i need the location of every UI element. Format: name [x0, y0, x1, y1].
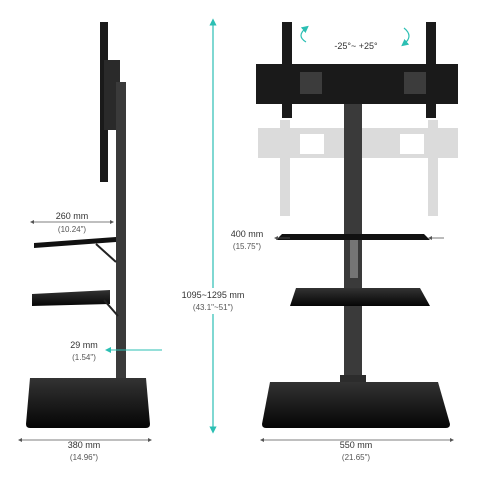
rotate-right-arrow-icon — [401, 27, 410, 47]
front-pole — [344, 100, 362, 410]
shelf-depth-inch-label: (10.24") — [58, 225, 87, 234]
rotate-left-arrow-icon — [300, 25, 309, 43]
height-inch-label: (43.1"~51") — [193, 303, 233, 312]
front-view-stand — [256, 22, 458, 428]
front-cable-slot — [350, 236, 358, 278]
front-glass-base — [262, 382, 450, 428]
shelf-width-mm-label: 400 mm — [231, 229, 264, 239]
front-mount-window-right — [404, 72, 426, 94]
rotation-indicator: -25°~ +25° — [300, 25, 410, 51]
front-mount-left-arm — [282, 22, 292, 118]
shelf-gap-mm-label: 29 mm — [70, 340, 98, 350]
side-lower-shelf — [32, 290, 110, 306]
base-depth-inch-label: (14.96") — [70, 453, 99, 462]
side-pole — [116, 82, 126, 402]
side-glass-base — [26, 378, 150, 428]
side-view-stand — [26, 22, 150, 428]
base-depth-dimension: 380 mm (14.96") — [18, 438, 152, 462]
shelf-depth-dimension: 260 mm (10.24") — [30, 211, 114, 234]
height-dimension: 1095~1295 mm (43.1"~51") — [178, 18, 248, 434]
base-depth-mm-label: 380 mm — [68, 440, 101, 450]
shelf-gap-inch-label: (1.54") — [72, 353, 96, 362]
height-mm-label: 1095~1295 mm — [182, 290, 245, 300]
side-lower-shelf-brace — [103, 299, 119, 317]
shelf-depth-mm-label: 260 mm — [56, 211, 89, 221]
front-mount-right-arm — [426, 22, 436, 118]
side-upper-shelf-brace — [95, 243, 117, 263]
shelf-gap-dimension: 29 mm (1.54") — [70, 340, 162, 362]
front-upper-shelf — [276, 234, 430, 240]
rotation-label: -25°~ +25° — [334, 41, 378, 51]
base-width-inch-label: (21.65") — [342, 453, 371, 462]
shelf-width-inch-label: (15.75") — [233, 242, 262, 251]
front-lower-shelf — [290, 288, 430, 306]
height-label-backdrop — [178, 288, 248, 314]
base-width-mm-label: 550 mm — [340, 440, 373, 450]
front-mount-window-left — [300, 72, 322, 94]
shelf-width-dimension: 400 mm (15.75") — [231, 229, 444, 251]
base-width-dimension: 550 mm (21.65") — [260, 438, 454, 462]
side-upper-shelf — [34, 237, 116, 248]
